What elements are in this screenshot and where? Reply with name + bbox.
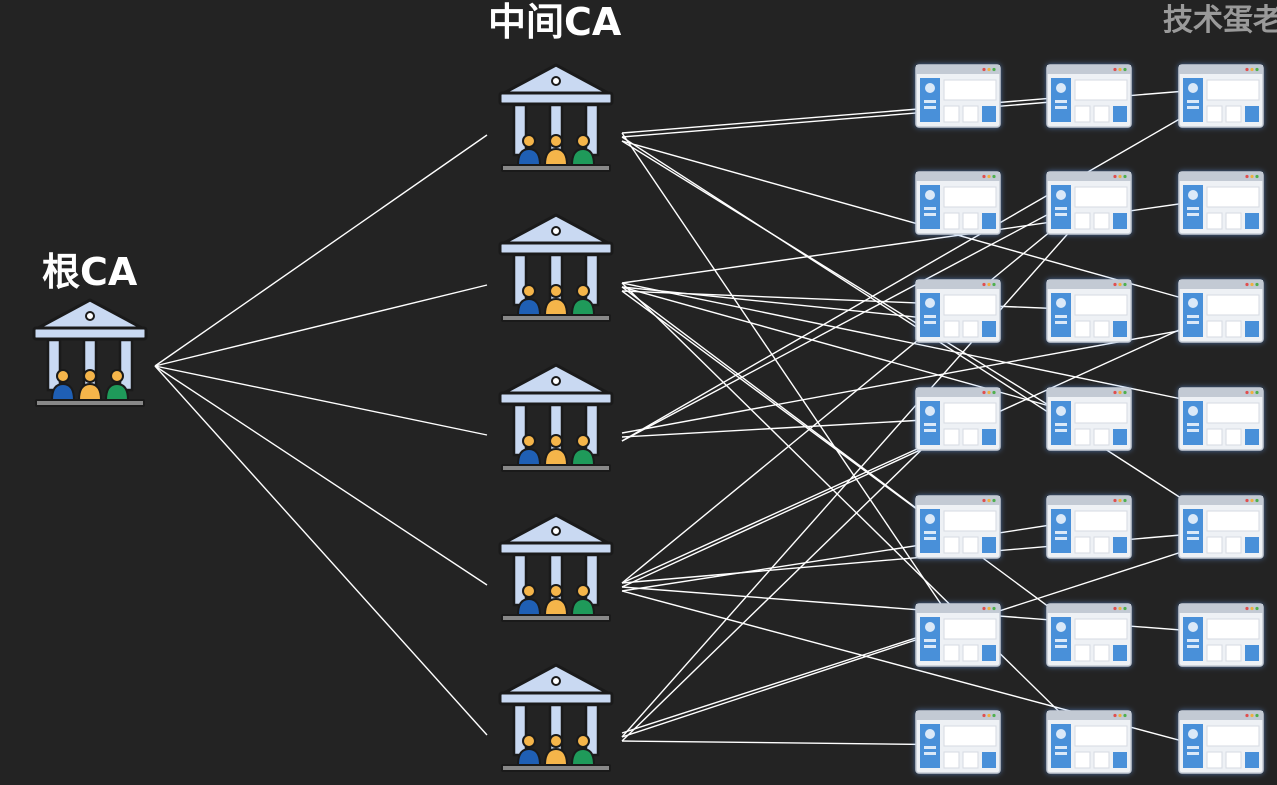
root-to-intermediate-line <box>154 365 488 736</box>
root-to-intermediate-line <box>154 134 488 367</box>
website-window-icon <box>915 279 1001 343</box>
intermediate-to-site-line <box>621 282 1084 736</box>
website-window-icon <box>915 495 1001 559</box>
website-window-icon <box>1178 495 1264 559</box>
intermediate-to-site-line <box>621 207 1080 584</box>
watermark-text: 技术蛋老 <box>1163 3 1277 38</box>
intermediate-ca-building-icon <box>498 213 614 322</box>
intermediate-to-site-line <box>621 427 969 588</box>
intermediate-ca-building-icon <box>498 363 614 472</box>
website-window-icon <box>1178 387 1264 451</box>
intermediate-ca-building-icon <box>498 663 614 772</box>
website-window-icon <box>1178 710 1264 774</box>
intermediate-to-site-line <box>621 286 965 323</box>
intermediate-to-site-line <box>621 86 1236 442</box>
intermediate-to-site-line <box>621 94 1092 134</box>
intermediate-to-site-line <box>621 199 1076 442</box>
website-window-icon <box>1046 64 1132 128</box>
intermediate-to-site-line <box>621 193 1104 738</box>
website-window-icon <box>915 387 1001 451</box>
root-ca-building-icon <box>32 298 148 407</box>
root-to-intermediate-line <box>154 365 488 586</box>
root-to-intermediate-line <box>154 365 488 436</box>
website-window-icon <box>915 64 1001 128</box>
intermediate-ca-column <box>498 63 614 772</box>
website-window-icon <box>1178 279 1264 343</box>
intermediate-to-site-line <box>621 417 961 438</box>
intermediate-to-site-line <box>621 140 1080 425</box>
intermediate-to-site-line <box>621 423 949 742</box>
website-window-icon <box>915 603 1001 667</box>
root-ca-node <box>32 298 148 407</box>
website-window-icon <box>1046 710 1132 774</box>
intermediate-to-site-line <box>621 282 1236 411</box>
website-window-icon <box>1178 64 1264 128</box>
intermediate-to-site-line <box>621 290 1092 311</box>
website-window-icon <box>1046 495 1132 559</box>
root-ca-label: 根CA <box>42 250 138 294</box>
website-grid <box>915 64 1264 774</box>
website-window-icon <box>915 710 1001 774</box>
website-window-icon <box>1046 603 1132 667</box>
intermediate-to-site-line <box>621 286 949 533</box>
website-window-icon <box>1046 279 1132 343</box>
website-window-icon <box>915 171 1001 235</box>
website-window-icon <box>1046 387 1132 451</box>
website-window-icon <box>1178 603 1264 667</box>
intermediate-ca-label: 中间CA <box>488 0 622 44</box>
root-to-intermediate-line <box>154 284 488 367</box>
intermediate-to-site-line <box>621 519 1084 592</box>
intermediate-to-site-line <box>621 627 953 738</box>
intermediate-ca-building-icon <box>498 513 614 622</box>
website-window-icon <box>1046 171 1132 235</box>
website-window-icon <box>1178 171 1264 235</box>
intermediate-ca-building-icon <box>498 63 614 172</box>
